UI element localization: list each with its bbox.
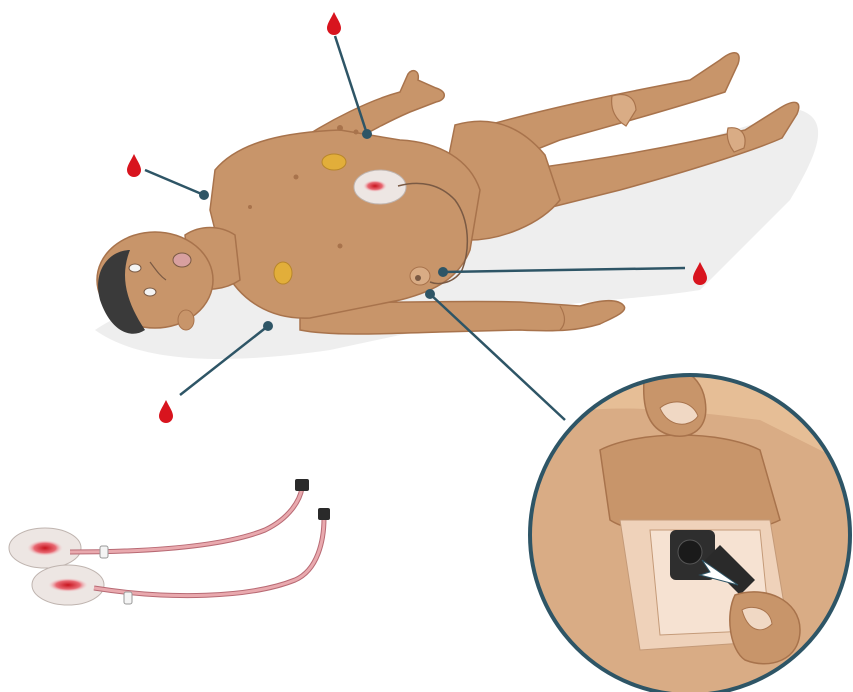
blood-drop-icon — [327, 12, 341, 35]
callout-shoulder-left — [127, 154, 209, 200]
blood-drop-icon — [159, 400, 173, 423]
connector-icon — [318, 508, 330, 520]
callout-dot-icon — [362, 129, 372, 139]
port-upper — [322, 154, 346, 170]
zoom-detail — [530, 366, 853, 692]
callout-dot-icon — [438, 267, 448, 277]
callout-dot-icon — [425, 289, 435, 299]
wound-module-1 — [9, 479, 309, 568]
callout-dot-icon — [263, 321, 273, 331]
port-lower — [274, 262, 292, 284]
blood-drop-icon — [127, 154, 141, 177]
callout-dot-icon — [199, 190, 209, 200]
abdomen-port — [410, 267, 430, 285]
connector-icon — [295, 479, 309, 491]
